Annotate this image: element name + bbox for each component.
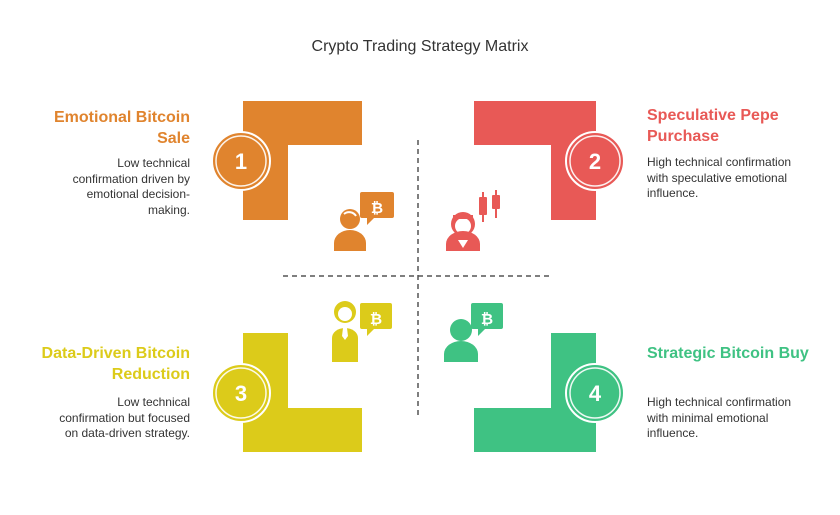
quadrant-3-shape: [243, 333, 362, 452]
quadrant-2-title: Speculative Pepe Purchase: [647, 107, 779, 145]
person-bitcoin-badge-icon: ₿: [444, 303, 503, 362]
trader-candlestick-icon: [446, 190, 500, 251]
quadrant-1-number: 1: [235, 149, 247, 174]
q1-bitcoin-symbol: ₿: [371, 199, 383, 217]
q4-bitcoin-symbol: ₿: [481, 310, 493, 328]
quadrant-4-number: 4: [589, 381, 602, 406]
businessman-bitcoin-icon: ₿: [332, 301, 392, 362]
quadrant-1-description: Low technical confirmation driven by emo…: [72, 156, 190, 217]
quadrant-1-badge: 1: [211, 131, 271, 191]
quadrant-1-title: Emotional Bitcoin Sale: [54, 109, 190, 147]
quadrant-2-badge: 2: [565, 131, 625, 191]
quadrant-2-description: High technical confirmation with specula…: [647, 155, 792, 200]
quadrant-4-badge: 4: [565, 363, 625, 423]
quadrant-4-description: High technical confirmation with minimal…: [647, 395, 792, 440]
quadrant-3-description: Low technical confirmation but focused o…: [59, 395, 190, 440]
q3-bitcoin-symbol: ₿: [370, 310, 382, 328]
quadrant-3-number: 3: [235, 381, 247, 406]
quadrant-2-shape: [474, 101, 596, 220]
person-bitcoin-speech-icon: ₿: [334, 192, 394, 251]
quadrant-4-shape: [474, 333, 596, 452]
quadrant-1-shape: [243, 101, 362, 220]
quadrant-3-title: Data-Driven Bitcoin Reduction: [41, 345, 190, 383]
diagram-title: Crypto Trading Strategy Matrix: [311, 38, 529, 55]
quadrant-2-number: 2: [589, 149, 601, 174]
quadrant-4-title: Strategic Bitcoin Buy: [647, 345, 809, 362]
quadrant-3-badge: 3: [211, 363, 271, 423]
